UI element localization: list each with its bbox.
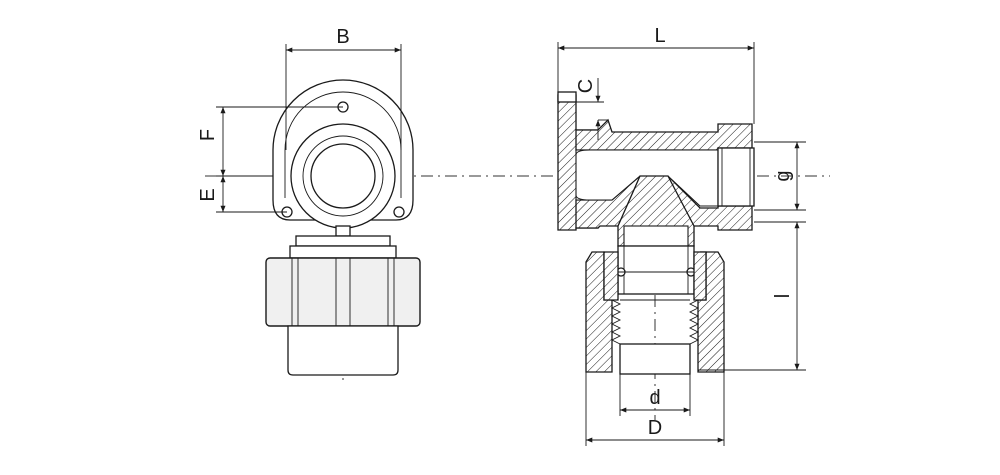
front-view: B F E xyxy=(197,26,421,380)
neck xyxy=(295,235,391,247)
label-F: F xyxy=(197,129,219,141)
stem-bore xyxy=(623,225,689,247)
clip-ring-right xyxy=(693,251,707,301)
dimension-D: D xyxy=(585,372,725,446)
outlet-outer-ring xyxy=(290,123,396,229)
body-top-wall xyxy=(575,118,753,151)
wall-plate-inner-outline xyxy=(284,91,402,198)
clip-ring-left xyxy=(603,251,619,301)
compression-nut xyxy=(265,257,421,327)
bore-curve-lower xyxy=(575,194,591,201)
outlet-bore xyxy=(310,143,376,209)
dimension-d: d xyxy=(619,374,691,416)
label-l: l xyxy=(772,294,794,298)
dimension-g: g xyxy=(754,141,806,211)
label-L: L xyxy=(654,25,665,47)
flange-lug xyxy=(557,91,577,103)
insert-body xyxy=(617,245,695,295)
section-view: L C g l d xyxy=(557,25,806,446)
label-B: B xyxy=(336,26,349,48)
outlet-middle-ring xyxy=(302,135,384,217)
dimension-F: F xyxy=(197,106,343,177)
dimension-E: E xyxy=(197,176,287,213)
label-g: g xyxy=(772,170,794,181)
label-d: d xyxy=(649,387,660,409)
neck-lower xyxy=(289,245,397,259)
right-mounting-hole xyxy=(393,206,405,218)
dimension-L: L xyxy=(557,25,755,124)
label-C: C xyxy=(575,79,597,93)
label-D: D xyxy=(648,417,662,439)
threaded-outlet xyxy=(717,147,755,207)
dimension-l: l xyxy=(698,221,806,371)
label-E: E xyxy=(197,188,219,201)
dimension-B: B xyxy=(285,26,402,150)
pipe xyxy=(619,343,691,375)
outlet-tab xyxy=(335,225,351,237)
bore-curve xyxy=(575,149,591,156)
dimension-C: C xyxy=(575,78,608,140)
pipe-end xyxy=(287,325,399,376)
